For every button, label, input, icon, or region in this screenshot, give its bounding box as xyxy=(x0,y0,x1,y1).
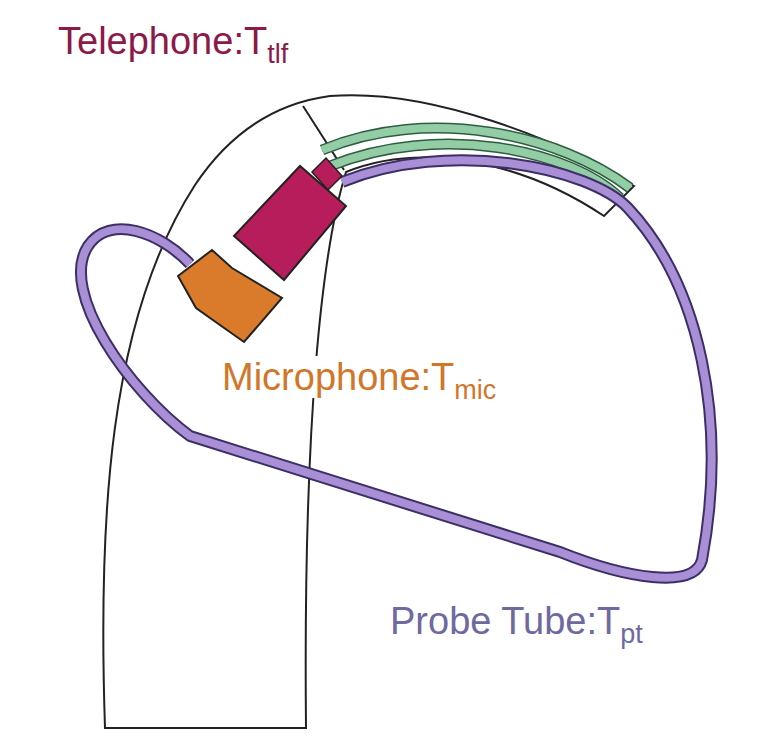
probe-tube-label: Probe Tube:Tpt xyxy=(390,602,643,640)
probe-tube xyxy=(81,160,712,577)
part-label: Telephone:T xyxy=(58,20,267,62)
microphone-label: Microphone:Tmic xyxy=(222,358,496,396)
subscript: pt xyxy=(620,619,643,649)
hearing-aid-body xyxy=(103,95,634,728)
subscript: mic xyxy=(454,375,496,405)
subscript: tlf xyxy=(267,39,288,69)
part-label: Probe Tube:T xyxy=(390,600,620,642)
probe-tube-outline xyxy=(81,160,712,577)
telephone-receiver xyxy=(234,166,346,280)
telephone-label: Telephone:Ttlf xyxy=(58,22,288,60)
part-label: Microphone:T xyxy=(222,356,454,398)
microphone-part xyxy=(178,250,282,342)
